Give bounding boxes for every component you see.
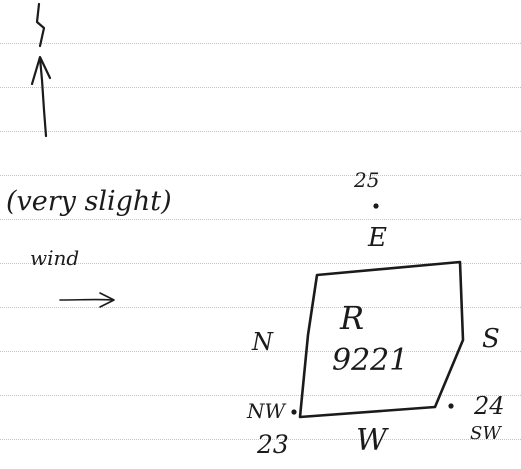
side-label-right: S (482, 324, 500, 354)
ruled-line (0, 43, 521, 44)
reading-bottom-left-value: 23 (257, 430, 289, 459)
wind-qualifier-text: (very slight) (6, 186, 172, 217)
ruled-line (0, 439, 521, 440)
room-outline (298, 260, 465, 419)
side-label-top: E (368, 223, 387, 253)
ruled-line (0, 351, 521, 352)
corner-label-bottom-left: NW (247, 399, 286, 423)
north-arrow-icon (30, 2, 52, 138)
ruled-line (0, 395, 521, 396)
point-marker-bottom-left (291, 409, 297, 415)
room-letter: R (340, 299, 365, 337)
reading-top-value: 25 (354, 168, 380, 192)
ruled-line (0, 131, 521, 132)
ruled-line (0, 175, 521, 176)
side-label-bottom: W (356, 423, 387, 458)
wind-arrow-icon (59, 292, 115, 308)
ruled-line (0, 219, 521, 220)
ruled-line (0, 87, 521, 88)
point-marker-bottom-right (448, 403, 454, 409)
room-number: 9221 (332, 343, 409, 378)
ruled-line (0, 263, 521, 264)
corner-label-bottom-right: SW (470, 423, 501, 444)
wind-label-text: wind (30, 246, 80, 270)
point-marker-top (373, 203, 379, 209)
ruled-line (0, 307, 521, 308)
side-label-left: N (252, 328, 273, 356)
reading-bottom-right-value: 24 (474, 392, 505, 420)
